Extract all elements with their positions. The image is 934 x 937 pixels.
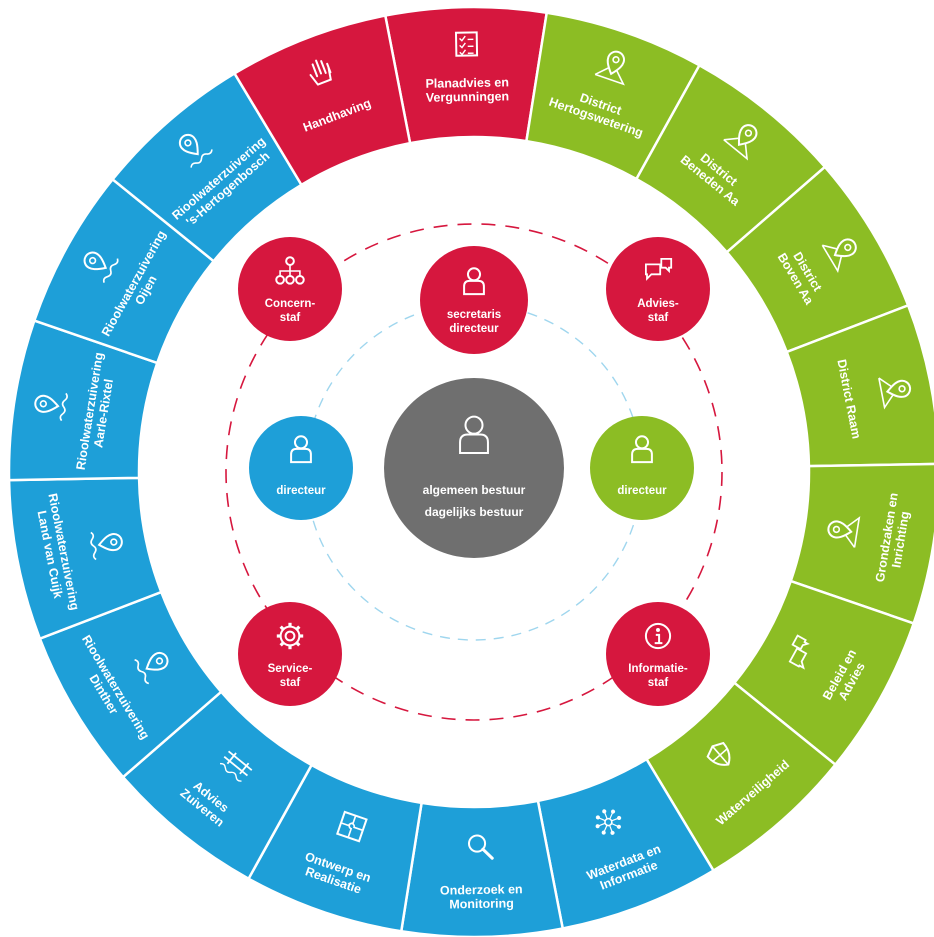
core-node: algemeen bestuur dagelijks bestuur [384, 378, 564, 558]
node-label-line: Informatie- [628, 663, 688, 675]
node-label: directeur [276, 485, 326, 497]
node-circle [238, 237, 342, 341]
node-label: secretaris directeur [447, 309, 501, 335]
node-concernstaf[interactable]: Concern-staf [238, 237, 342, 341]
core-label: algemeen bestuur dagelijks bestuur [423, 483, 526, 519]
water-pin-icon [178, 133, 213, 168]
info-icon [644, 622, 672, 650]
node-label: Advies-staf [637, 298, 679, 324]
ring-segment-label: Onderzoek enMonitoring [440, 882, 523, 911]
node-label: Service-staf [268, 663, 313, 689]
pipe-icon [219, 750, 253, 782]
core-label-line: algemeen bestuur [423, 483, 526, 497]
network-icon [595, 809, 622, 835]
node-label: Informatie-staf [628, 663, 688, 689]
ring-segment-label: Planadvies enVergunningen [425, 75, 509, 104]
ring-segment-rwzi-dinther[interactable]: RioolwaterzuiveringDinther [38, 590, 223, 779]
ring-segment-district-raam[interactable]: District Raam [785, 303, 934, 468]
node-label-line: directeur [617, 485, 667, 497]
speech-bubbles-icon [645, 258, 673, 281]
node-adviesstaf[interactable]: Advies-staf [606, 237, 710, 341]
node-circle [590, 416, 694, 520]
ring-segment-handhaving[interactable]: Handhaving [232, 14, 412, 187]
node-label-line: Advies- [637, 298, 679, 310]
ring-segment-waterveiligheid[interactable]: Waterveiligheid [644, 681, 838, 873]
magnifier-icon [467, 834, 494, 860]
core-circle [384, 378, 564, 558]
ring-segment-planadvies[interactable]: Planadvies enVergunningen [383, 5, 549, 145]
inner-nodes: Concern-staf secretaris directeur Advies-st… [238, 237, 710, 706]
node-informatiestaf[interactable]: Informatie-staf [606, 602, 710, 706]
hand-icon [309, 59, 332, 86]
node-label-line: Service- [268, 663, 313, 675]
node-label: Concern-staf [265, 298, 316, 324]
ring-segment-rwzi-s-hertogenbosch[interactable]: Rioolwaterzuivering's-Hertogenbosch [110, 71, 304, 263]
node-label-line: directeur [449, 323, 499, 335]
ring-segment-shape [232, 14, 412, 187]
water-pin-icon [134, 651, 169, 685]
ring-segment-district-beneden-aa[interactable]: DistrictBeneden Aa [634, 63, 827, 254]
ring-segment-label-line: Onderzoek en [440, 882, 523, 897]
node-circle [238, 602, 342, 706]
ring-segment-shape [399, 799, 565, 937]
ring-segment-label-line: Monitoring [449, 896, 514, 911]
person-icon [631, 435, 653, 464]
node-label: directeur [617, 485, 667, 497]
core-label-line: dagelijks bestuur [425, 505, 524, 519]
node-circle [606, 602, 710, 706]
node-servicestaf[interactable]: Service-staf [238, 602, 342, 706]
checklist-icon [454, 31, 479, 57]
node-circle [249, 416, 353, 520]
person-icon [290, 435, 312, 464]
ring-segment-onderzoek[interactable]: Onderzoek enMonitoring [399, 799, 565, 937]
puzzle-icon [336, 810, 368, 843]
ring-segment-label-line: Vergunningen [426, 89, 510, 104]
node-label-line: secretaris [447, 309, 501, 321]
person-icon [459, 415, 489, 455]
node-secretaris[interactable]: secretaris directeur [420, 246, 528, 354]
ring-segment-rwzi-aarle-rixtel[interactable]: RioolwaterzuiveringAarle-Rixtel [7, 319, 159, 482]
core-governance[interactable]: algemeen bestuur dagelijks bestuur [384, 378, 564, 558]
red-dashed-ring [225, 223, 723, 721]
ring-segment-shape [383, 5, 549, 145]
water-pin-icon [90, 531, 123, 561]
ring-segment-advies-zuiveren[interactable]: AdviesZuiveren [121, 690, 314, 881]
node-circle [606, 237, 710, 341]
node-label-line: staf [648, 677, 669, 689]
node-label-line: staf [280, 677, 301, 689]
map-pin-icon [594, 50, 626, 86]
node-directeur_right[interactable]: directeur [590, 416, 694, 520]
node-label-line: directeur [276, 485, 326, 497]
org-chart-icon [275, 256, 305, 285]
outer-ring: Planadvies enVergunningen DistrictHertogs… [7, 5, 934, 937]
water-pin-icon [83, 251, 119, 283]
node-label-line: Concern- [265, 298, 316, 310]
node-label-line: staf [280, 312, 301, 324]
ring-segment-ontwerp[interactable]: Ontwerp enRealisatie [246, 763, 424, 933]
shield-icon [706, 741, 731, 766]
gear-icon [276, 622, 304, 650]
ring-segment-shape [785, 303, 934, 468]
node-directeur_left[interactable]: directeur [249, 416, 353, 520]
node-circle [420, 246, 528, 354]
map-pin-icon [723, 124, 758, 161]
node-label-line: staf [648, 312, 669, 324]
ring-segment-district-hertogswetering[interactable]: DistrictHertogswetering [524, 11, 702, 181]
water-pin-icon [34, 392, 68, 422]
map-pin-icon [878, 377, 912, 410]
map-pin-icon [827, 516, 861, 548]
person-icon [463, 267, 485, 296]
ring-segment-rwzi-land-van-cuijk[interactable]: RioolwaterzuiveringLand van Cuijk [7, 476, 163, 641]
speech-bubbles-icon [788, 634, 810, 670]
ring-segment-label-line: Planadvies en [425, 75, 509, 90]
map-pin-icon [821, 238, 857, 273]
